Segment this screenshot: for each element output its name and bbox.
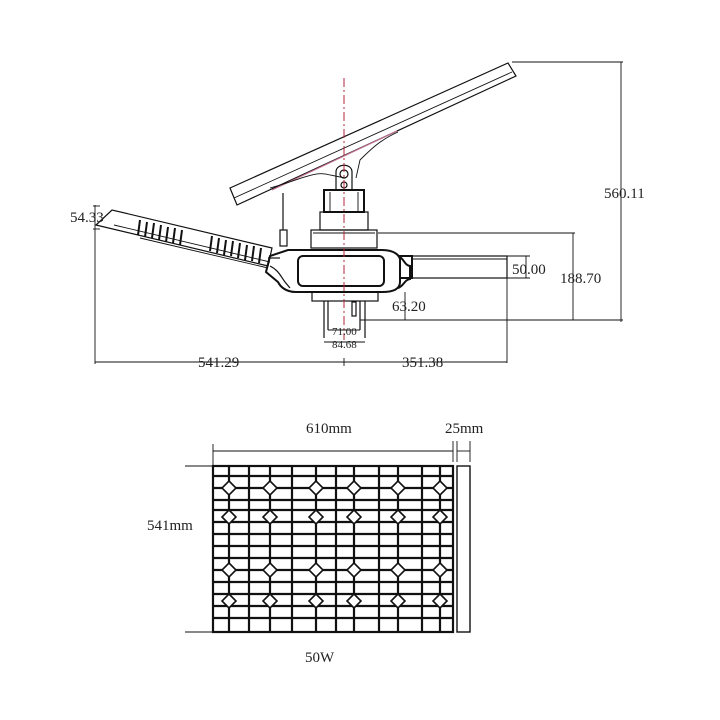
dim-left-length: 541.29 [198,355,239,371]
panel-thickness-label: 25mm [445,421,484,437]
solar-panel-edge [456,465,471,633]
side-view: 54.33 560.11 50.00 188.70 63.20 71.00 84… [70,61,645,371]
dim-bracket-height: 188.70 [560,271,601,287]
mounting-arm [399,255,508,279]
cooling-fins [137,219,262,264]
panel-power-label: 50W [305,650,335,666]
antenna [279,193,288,247]
panel-height-label: 541mm [147,518,193,534]
controller-housing [264,229,411,302]
dim-right-length: 351.38 [402,355,443,371]
spigot [323,301,366,338]
dimension-lines [93,61,623,366]
dim-lower-offset: 63.20 [392,299,426,315]
dim-inner-width: 71.00 [332,326,357,338]
dim-lamp-thickness: 54.33 [70,210,104,226]
panel-diamonds [220,479,449,610]
solar-panel-side [229,62,517,206]
panel-grid-horizontal [213,474,453,620]
dim-outer-width: 84.68 [332,339,357,351]
dim-arm-diameter: 50.00 [512,262,546,278]
lamp-head [94,209,291,289]
panel-width-label: 610mm [306,421,352,437]
panel-view: 610mm 25mm 541mm 50W [147,421,484,666]
solar-panel-front [211,464,455,634]
dim-total-height: 560.11 [604,186,645,202]
